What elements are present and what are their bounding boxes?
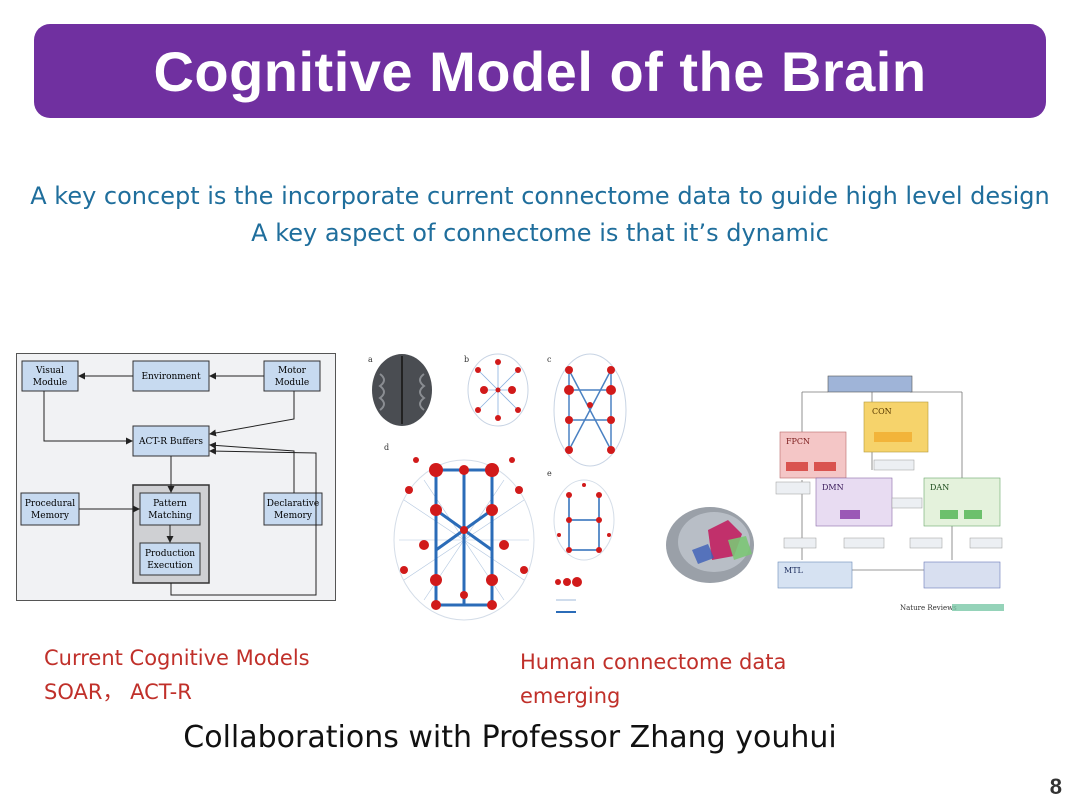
svg-text:Production: Production <box>145 549 195 559</box>
brain-network-figure: CON FPCN DMN DAN MTL Nature Reviews <box>666 375 1004 612</box>
caption-current-models: Current Cognitive Models SOAR， ACT-R <box>44 641 310 709</box>
caption-current-models-line1: Current Cognitive Models <box>44 646 310 670</box>
caption-connectome: Human connectome data emerging <box>520 645 786 713</box>
svg-text:Declarative: Declarative <box>267 499 319 509</box>
svg-text:d: d <box>384 443 389 452</box>
svg-text:DAN: DAN <box>930 483 949 492</box>
svg-text:Motor: Motor <box>278 366 307 376</box>
svg-text:MTL: MTL <box>784 566 804 575</box>
connectome-figure: a b c d e <box>368 353 627 621</box>
dan-network-box: DAN <box>923 477 1001 527</box>
collaboration-footer: Collaborations with Professor Zhang youh… <box>183 720 837 755</box>
svg-text:Memory: Memory <box>31 511 70 521</box>
production-execution-box: Production Execution <box>139 542 201 576</box>
actr-buffers-box: ACT-R Buffers <box>132 425 210 457</box>
svg-text:e: e <box>547 469 552 478</box>
dmn-network-box: DMN <box>815 477 893 527</box>
svg-text:CON: CON <box>872 407 892 416</box>
svg-text:Environment: Environment <box>141 372 201 382</box>
subtitle-line-1: A key concept is the incorporate current… <box>30 182 1050 210</box>
figure-source-label: Nature Reviews <box>900 604 957 612</box>
procedural-memory-box: Procedural Memory <box>20 492 80 526</box>
svg-text:Pattern: Pattern <box>153 499 187 509</box>
svg-text:Execution: Execution <box>147 561 193 571</box>
caption-connectome-line1: Human connectome data <box>520 650 787 674</box>
svg-text:b: b <box>464 355 469 364</box>
svg-text:Visual: Visual <box>35 366 64 376</box>
slide-title: Cognitive Model of the Brain <box>153 39 927 103</box>
svg-text:Module: Module <box>275 378 309 388</box>
title-banner: Cognitive Model of the Brain <box>34 24 1046 118</box>
svg-text:Module: Module <box>33 378 67 388</box>
network-panel-d <box>393 457 535 621</box>
network-panel-c <box>553 353 627 467</box>
svg-text:c: c <box>547 355 552 364</box>
actr-architecture-diagram: Visual Module Environment Motor Module A… <box>16 353 336 601</box>
mtl-network-box: MTL <box>777 561 853 589</box>
connectome-legend <box>555 577 582 613</box>
motor-visual-box <box>827 375 913 393</box>
source-highlight <box>952 604 1004 611</box>
svg-text:DMN: DMN <box>822 483 844 492</box>
svg-text:Memory: Memory <box>274 511 313 521</box>
brain-3d-icon <box>666 507 754 583</box>
svg-text:a: a <box>368 355 373 364</box>
pattern-matching-box: Pattern Matching <box>139 492 201 526</box>
brain-image-icon <box>372 354 432 426</box>
fpcn-network-box: FPCN <box>779 431 847 479</box>
network-panel-b <box>467 353 529 427</box>
declarative-memory-box: Declarative Memory <box>263 492 323 526</box>
page-number: 8 <box>1049 774 1062 799</box>
svg-text:FPCN: FPCN <box>786 437 810 446</box>
svg-text:ACT-R Buffers: ACT-R Buffers <box>138 437 203 447</box>
subtitle-line-2: A key aspect of connectome is that it’s … <box>251 219 829 247</box>
sensory-network-box <box>923 561 1001 589</box>
svg-text:Matching: Matching <box>148 511 192 521</box>
con-network-box: CON <box>863 401 929 453</box>
network-panel-e <box>553 479 615 561</box>
actr-arrows <box>43 372 317 596</box>
environment-box: Environment <box>132 360 210 392</box>
motor-module-box: Motor Module <box>263 360 321 392</box>
caption-current-models-line2: SOAR， ACT-R <box>44 680 192 704</box>
caption-connectome-line2: emerging <box>520 684 621 708</box>
visual-module-box: Visual Module <box>21 360 79 392</box>
svg-text:Procedural: Procedural <box>25 499 75 509</box>
small-label-boxes <box>775 459 1003 549</box>
